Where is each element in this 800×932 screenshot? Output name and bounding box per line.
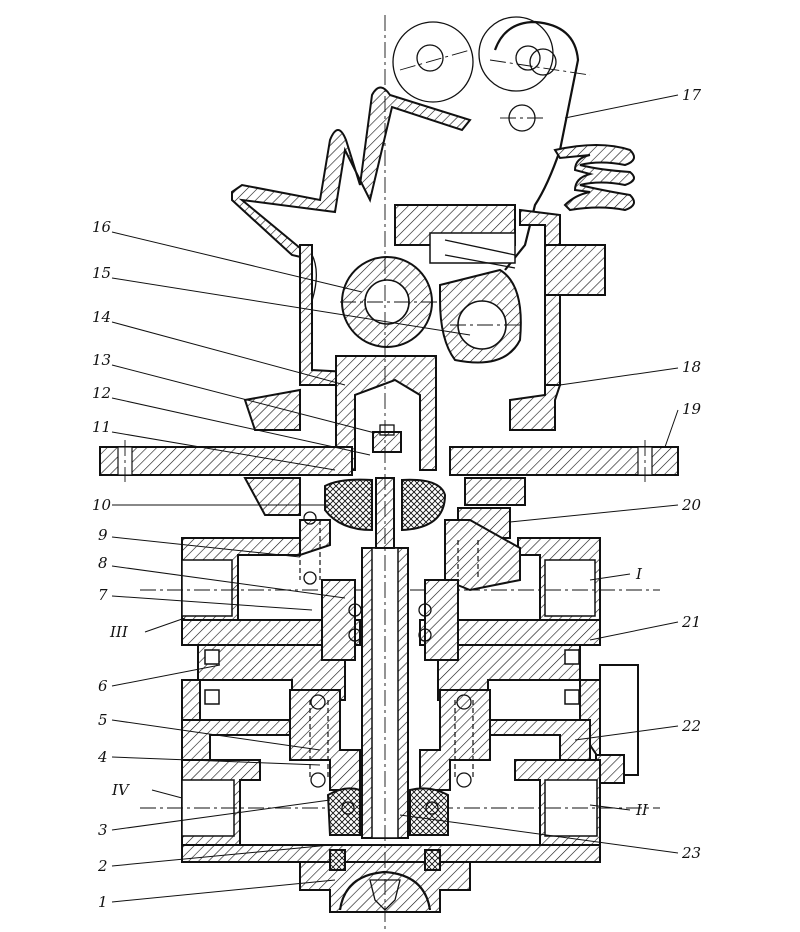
port-I (544, 559, 596, 617)
label-1: 1 (98, 893, 108, 911)
mounting-flange (99, 440, 679, 482)
elastic-element-left (324, 478, 373, 532)
label-5: 5 (98, 711, 108, 729)
label-21: 21 (681, 613, 701, 631)
label-10: 10 (92, 496, 112, 514)
label-14: 14 (92, 308, 111, 326)
port-III (181, 559, 233, 617)
label-I: I (635, 565, 643, 583)
nut-12 (372, 431, 402, 453)
label-17: 17 (682, 86, 702, 104)
valve-seal-right (409, 787, 449, 836)
label-2: 2 (97, 857, 108, 875)
roller-upper-left (392, 21, 474, 103)
protective-boot (231, 86, 635, 380)
label-18: 18 (682, 358, 701, 376)
label-IV: IV (111, 781, 131, 799)
main-housing-upper (140, 519, 660, 646)
label-4: 4 (97, 748, 108, 766)
springs (299, 511, 479, 788)
label-23: 23 (681, 844, 701, 862)
boot-left-bellows (231, 86, 472, 260)
upper-piston-right (424, 579, 459, 661)
label-12: 12 (92, 384, 111, 402)
piston-6 (197, 644, 581, 705)
label-13: 13 (92, 351, 111, 369)
label-III: III (109, 623, 129, 641)
upper-piston-left (321, 579, 356, 661)
label-6: 6 (98, 677, 108, 695)
upper-housing (243, 204, 606, 431)
label-8: 8 (98, 554, 108, 572)
adjusting-screw (544, 244, 606, 296)
label-19: 19 (682, 400, 702, 418)
label-II: II (635, 801, 649, 819)
label-22: 22 (681, 717, 701, 735)
label-9: 9 (98, 526, 108, 544)
lever-17 (493, 20, 580, 271)
elastic-element-right (401, 478, 447, 532)
boot-right-bellows (553, 144, 635, 212)
callout-labels: 16 15 14 13 12 11 10 9 8 7 III 6 5 4 IV … (92, 86, 702, 911)
pedal-lever-assembly (392, 16, 591, 271)
label-3: 3 (98, 821, 108, 839)
label-16: 16 (92, 218, 112, 236)
leader-lines (111, 94, 679, 903)
label-15: 15 (92, 264, 111, 282)
label-20: 20 (681, 496, 702, 514)
label-11: 11 (92, 418, 111, 436)
label-7: 7 (98, 586, 108, 604)
